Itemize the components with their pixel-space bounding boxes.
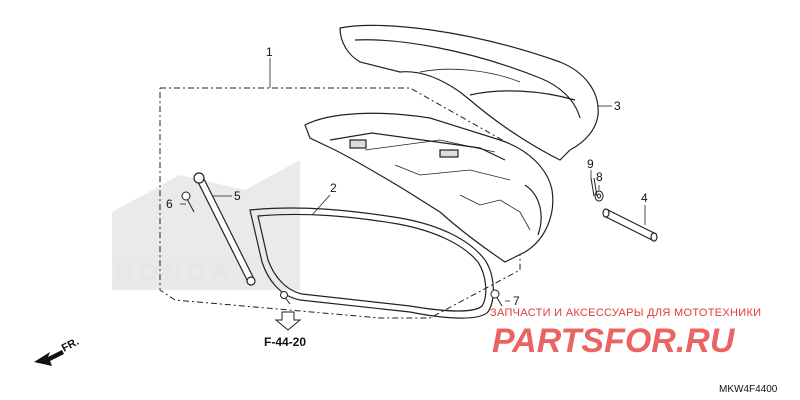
part-outer-cover: [339, 24, 599, 161]
callout-4: 4: [641, 191, 648, 205]
callout-1: 1: [266, 45, 273, 59]
diagram-code: MKW4F4400: [719, 384, 778, 395]
part-stay: [193, 172, 256, 286]
callout-3: 3: [614, 99, 621, 113]
callout-5: 5: [234, 189, 241, 203]
callout-9: 9: [587, 157, 594, 171]
callout-2: 2: [330, 181, 337, 195]
part-screw-ref: [280, 291, 291, 305]
assembly-frame: [159, 87, 521, 319]
reference-arrow-icon: [274, 311, 302, 331]
watermark-tagline: ЗАПЧАСТИ И АКСЕССУАРЫ ДЛЯ МОТОТЕХНИКИ: [490, 307, 761, 319]
callout-8: 8: [596, 170, 603, 184]
callout-6: 6: [166, 197, 173, 211]
part-clip-9: [590, 177, 598, 197]
reference-label: F-44-20: [264, 335, 306, 349]
leader-lines: [180, 58, 646, 302]
svg-text:HONDA: HONDA: [116, 259, 234, 286]
part-inner-box: [304, 112, 554, 263]
honda-watermark-logo: HONDA: [112, 160, 300, 290]
callout-7: 7: [513, 294, 520, 308]
part-screw-7: [490, 289, 503, 307]
part-seal: [249, 207, 494, 319]
watermark-brand: PARTSFOR.RU: [492, 322, 736, 360]
part-screw-6: [181, 191, 195, 213]
front-direction-label: FR.: [60, 336, 81, 355]
part-pin: [602, 208, 658, 242]
front-direction-arrow-icon: [34, 350, 64, 366]
